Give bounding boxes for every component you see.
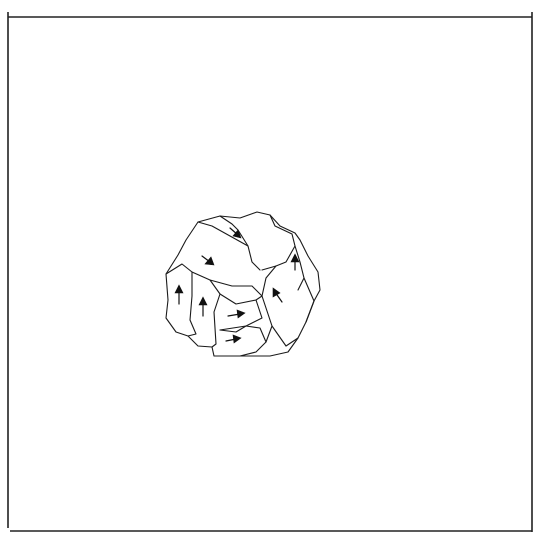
magnetic-domain-diagram [0,0,539,538]
